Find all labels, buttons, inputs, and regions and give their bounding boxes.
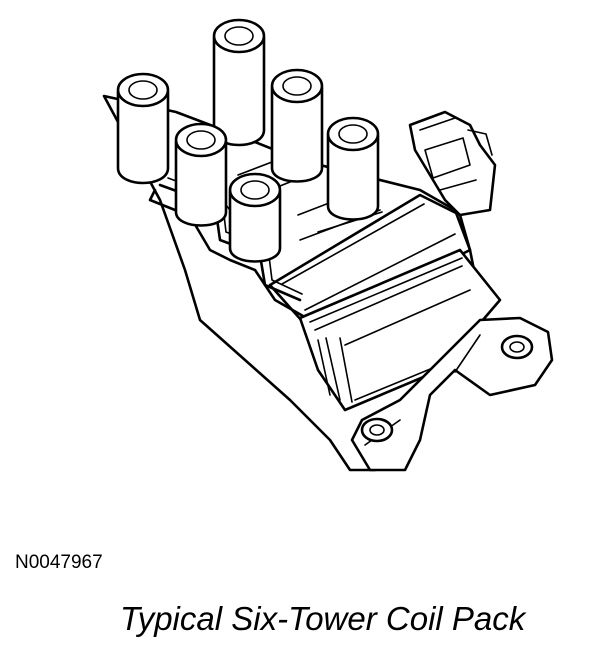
tower-front-left bbox=[228, 172, 282, 263]
coil-pack-illustration bbox=[102, 18, 554, 472]
figure-id: N0047967 bbox=[15, 552, 103, 573]
tower-rear-left bbox=[116, 72, 170, 185]
tower-front-center bbox=[326, 116, 380, 221]
tower-middle-left bbox=[174, 122, 228, 227]
tower-rear-center bbox=[212, 18, 266, 147]
figure-caption: Typical Six-Tower Coil Pack bbox=[120, 600, 526, 637]
mounting-hole-right bbox=[500, 334, 534, 360]
electrical-connector bbox=[408, 110, 497, 217]
coil-primary-block bbox=[298, 248, 502, 412]
mounting-hole-left bbox=[360, 417, 394, 443]
tower-middle-center bbox=[270, 68, 324, 183]
